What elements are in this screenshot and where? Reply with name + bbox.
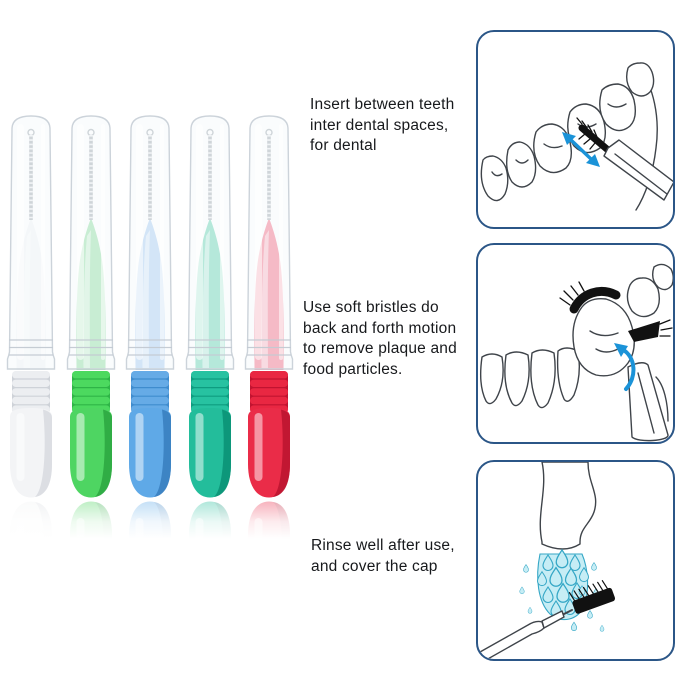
brush-graphic (244, 115, 294, 498)
interdental-brush-white (0, 112, 65, 547)
clear-cap (6, 115, 56, 370)
teeth-insert-illustration-icon (480, 62, 673, 211)
instruction-panel-1 (476, 30, 675, 229)
instruction-panel-3 (476, 460, 675, 661)
rinse-under-faucet-illustration-icon (479, 462, 616, 659)
interdental-brush-blue (116, 112, 184, 547)
teeth-cleaning-motion-illustration-icon (479, 263, 673, 442)
clear-cap (244, 115, 294, 370)
interdental-brush-green (56, 112, 125, 547)
brush-graphic (185, 115, 234, 498)
brush-graphic (66, 115, 115, 498)
interdental-brush-teal (175, 112, 244, 547)
instruction-text-3: Rinse well after use, and cover the cap (311, 537, 455, 575)
brush-graphic (6, 115, 56, 498)
instruction-text-1: Insert between teeth inter dental spaces… (310, 96, 455, 154)
instruction-text-2: Use soft bristles do back and forth moti… (303, 299, 457, 378)
instruction-panel-2 (476, 243, 675, 444)
clear-cap (185, 115, 234, 370)
clear-cap (125, 115, 175, 370)
interdental-brush-red (235, 112, 303, 547)
brush-set (0, 0, 303, 679)
clear-cap (66, 115, 115, 370)
brush-graphic (125, 115, 175, 498)
